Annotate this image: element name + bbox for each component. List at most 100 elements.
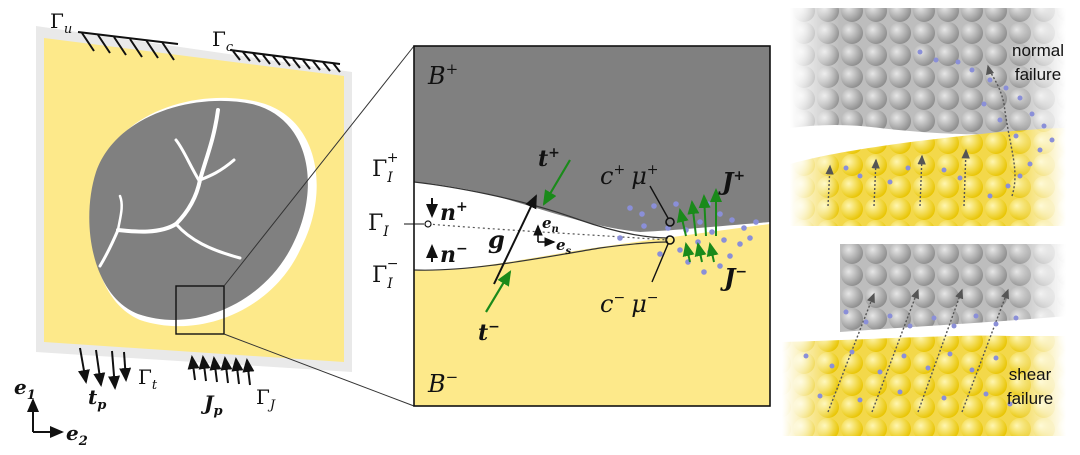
interface-lower	[413, 241, 669, 271]
c-plus-label: c	[600, 162, 613, 190]
gamma-I-minus-sup: −	[387, 256, 399, 272]
svg-text:n+: n+	[440, 199, 468, 226]
normal-failure-line1: normal	[1012, 41, 1064, 60]
crack	[116, 194, 123, 232]
svg-text:Γc: Γc	[212, 27, 234, 55]
B-minus-label: B	[427, 370, 446, 398]
t-minus-sup: −	[488, 319, 500, 335]
traction-t-plus-arrow	[542, 159, 571, 206]
crack	[174, 138, 202, 184]
gamma-I-point	[424, 220, 432, 228]
crack	[174, 222, 242, 260]
gap-vector-arrow	[493, 194, 537, 285]
gamma-c-label: Γ	[212, 27, 226, 51]
c-minus-sup: −	[613, 290, 625, 306]
J-minus-sup: −	[735, 264, 747, 280]
normal-failure-line2: failure	[1015, 65, 1061, 84]
svg-text:Γu: Γu	[50, 9, 72, 37]
gamma-u-label: Γ	[50, 9, 64, 33]
t-plus-label: t	[538, 146, 548, 172]
crack	[198, 158, 236, 182]
n-plus-sup: +	[456, 199, 468, 215]
e1-sub: 1	[27, 388, 36, 403]
normal-failure-panel: normal failure	[790, 8, 1066, 226]
zoom-connectors	[223, 45, 415, 407]
normal-separation-arrows	[825, 64, 1016, 207]
svg-text:Γt: Γt	[138, 365, 158, 393]
normal-fade	[790, 8, 1066, 226]
c-minus-point	[665, 235, 675, 245]
gamma-J-sub: J	[267, 398, 276, 413]
svg-text:ΓI−: ΓI−	[372, 256, 399, 292]
svg-text:t−: t−	[478, 319, 500, 346]
mu-plus-label: μ	[631, 162, 647, 190]
svg-text:c−μ−: c−μ−	[600, 290, 659, 318]
t-minus-label: t	[478, 320, 488, 346]
c-plus-point	[665, 217, 675, 227]
zoom-frame	[413, 45, 771, 407]
svg-text:es: es	[556, 236, 572, 257]
e-s-sub: s	[566, 246, 572, 257]
normal-ions	[843, 49, 1055, 199]
c-minus-label: c	[600, 290, 613, 318]
svg-text:e2: e2	[66, 421, 88, 449]
svg-text:J+: J+	[718, 167, 745, 196]
svg-text:J−: J−	[720, 263, 747, 292]
e-s-label: e	[556, 236, 566, 254]
svg-text:B−: B−	[427, 368, 458, 398]
ion-particles	[617, 201, 759, 275]
interface-upper	[413, 181, 669, 239]
gamma-I-minus-sub: I	[386, 276, 393, 292]
e2-label: e	[66, 421, 79, 445]
J-plus-label: J	[718, 167, 735, 196]
crack	[116, 222, 178, 234]
gamma-J-label: Γ	[256, 385, 270, 409]
svg-text:e1: e1	[14, 375, 36, 403]
shear-failure-line2: failure	[1007, 389, 1053, 408]
gamma-t-label: Γ	[138, 365, 152, 389]
gamma-u-boundary	[77, 31, 179, 61]
svg-text:tp: tp	[88, 385, 106, 413]
J-plus-sup: +	[733, 168, 745, 184]
gamma-c-boundary	[229, 49, 341, 73]
svg-text:n−: n−	[440, 241, 468, 268]
traction-t-minus-arrow	[485, 270, 512, 313]
c-plus-leader	[649, 185, 669, 219]
t-p-sub: p	[97, 398, 106, 413]
shear-ions	[803, 309, 1019, 407]
gamma-I-label: Γ	[368, 211, 383, 236]
svg-text:ΓI: ΓI	[368, 211, 389, 240]
shear-failure-panel: shear failure	[782, 244, 1066, 436]
e-n-label: e	[542, 214, 552, 232]
n-minus-sup: −	[456, 241, 468, 257]
gamma-I-plus-sup: +	[387, 150, 399, 166]
e1-label: e	[14, 375, 27, 399]
B-plus-sup: +	[446, 60, 459, 78]
B-plus-label: B	[427, 62, 446, 90]
svg-text:B+: B+	[427, 60, 458, 90]
zoom-window	[175, 285, 225, 335]
mu-plus-sup: +	[647, 162, 659, 178]
svg-text:ΓJ: ΓJ	[256, 385, 276, 413]
crack	[98, 228, 120, 268]
left-panel: Γu Γc Γt ΓJ tp Jp e1 e2	[14, 9, 352, 449]
gamma-c-sub: c	[226, 40, 234, 55]
t-plus-sup: +	[548, 145, 560, 161]
c-minus-leader	[651, 243, 669, 283]
gamma-I-plus-sub: I	[386, 170, 393, 186]
gamma-I-sub: I	[382, 224, 389, 240]
J-minus-label: J	[720, 263, 737, 292]
e-n-sub: n	[552, 224, 559, 235]
n-plus-label: n	[440, 200, 456, 226]
gamma-t-sub: t	[152, 378, 158, 393]
zoom-panel: B+ B− ΓI+ ΓI ΓI− n+ n− t+ t− g en es c+μ…	[368, 45, 771, 407]
c-plus-sup: +	[613, 162, 625, 178]
svg-text:c+μ+: c+μ+	[600, 162, 659, 190]
body-B-minus	[414, 224, 770, 406]
J-p-sub: p	[213, 404, 222, 419]
shear-failure-line1: shear	[1009, 365, 1052, 384]
svg-text:ΓI+: ΓI+	[372, 150, 399, 186]
shear-separation-arrows	[827, 288, 1009, 413]
svg-text:t+: t+	[538, 145, 560, 172]
